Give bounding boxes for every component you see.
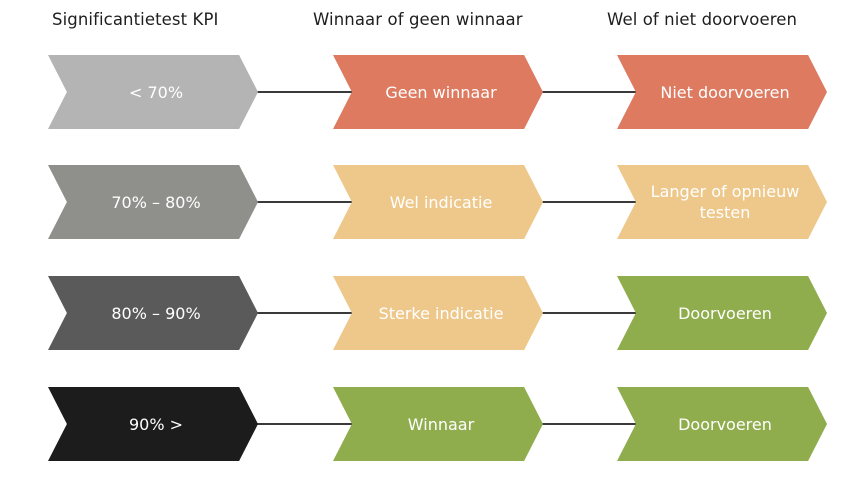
connector-line (542, 423, 637, 425)
result-chevron-label: Winnaar (407, 414, 475, 434)
action-chevron-label: Doorvoeren (678, 414, 772, 434)
result-chevron: Winnaar (333, 387, 543, 461)
kpi-chevron-label: 90% > (128, 414, 184, 434)
result-chevron: Wel indicatie (333, 165, 543, 239)
kpi-chevron: 80% – 90% (48, 276, 258, 350)
result-chevron-label: Sterke indicatie (378, 303, 504, 323)
connector-line (257, 423, 353, 425)
result-chevron-label: Wel indicatie (389, 192, 493, 212)
action-chevron-label: Doorvoeren (678, 303, 772, 323)
action-chevron: Niet doorvoeren (617, 55, 827, 129)
action-chevron-label: Langer of opnieuw testen (650, 182, 800, 222)
connector-line (542, 91, 637, 93)
action-chevron-label: Niet doorvoeren (660, 82, 790, 102)
action-chevron: Doorvoeren (617, 276, 827, 350)
result-chevron: Sterke indicatie (333, 276, 543, 350)
action-chevron: Langer of opnieuw testen (617, 165, 827, 239)
kpi-chevron: 70% – 80% (48, 165, 258, 239)
column-header-implement: Wel of niet doorvoeren (607, 10, 798, 29)
kpi-chevron-label: < 70% (128, 82, 184, 102)
kpi-chevron: 90% > (48, 387, 258, 461)
kpi-chevron: < 70% (48, 55, 258, 129)
column-header-winner: Winnaar of geen winnaar (313, 10, 523, 29)
connector-line (542, 312, 637, 314)
kpi-chevron-label: 70% – 80% (111, 192, 201, 212)
connector-line (257, 201, 353, 203)
action-chevron: Doorvoeren (617, 387, 827, 461)
connector-line (542, 201, 637, 203)
connector-line (257, 312, 353, 314)
result-chevron: Geen winnaar (333, 55, 543, 129)
column-header-kpi: Significantietest KPI (52, 10, 219, 29)
kpi-chevron-label: 80% – 90% (111, 303, 201, 323)
connector-line (257, 91, 353, 93)
result-chevron-label: Geen winnaar (385, 82, 497, 102)
